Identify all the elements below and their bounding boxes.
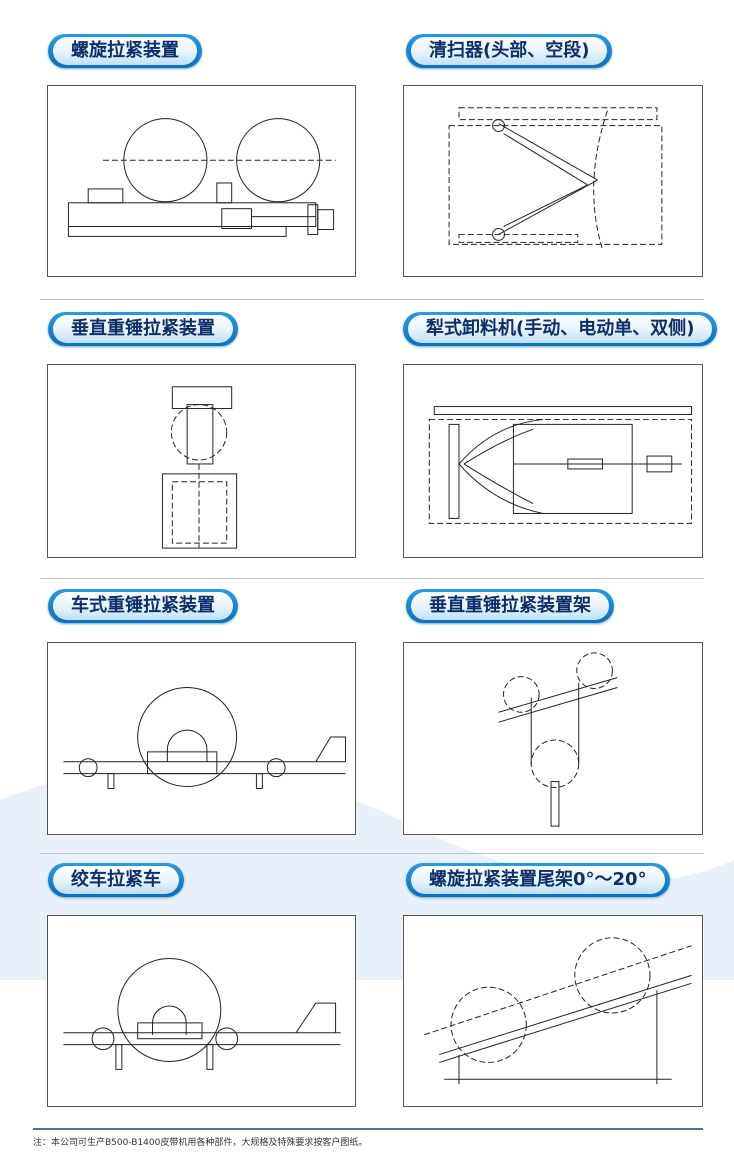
section-title-vertical-takeup: 垂直重锤拉紧装置 <box>48 312 238 346</box>
footer-divider <box>33 1128 703 1130</box>
section-title-winch-takeup: 绞车拉紧车 <box>48 863 184 897</box>
drawing-screw-tail-frame <box>403 915 703 1107</box>
section-title-cleaner: 清扫器(头部、空段) <box>406 34 613 68</box>
divider <box>40 578 704 579</box>
drawing-vertical-takeup-frame <box>403 642 703 835</box>
drawing-car-takeup <box>47 642 356 835</box>
drawing-screw-takeup <box>47 85 356 277</box>
divider <box>40 299 704 300</box>
drawing-winch-takeup <box>47 915 356 1107</box>
drawing-cleaner <box>403 85 703 277</box>
section-title-vertical-takeup-frame: 垂直重锤拉紧装置架 <box>406 589 614 623</box>
section-title-car-takeup: 车式重锤拉紧装置 <box>48 589 238 623</box>
divider <box>40 853 704 854</box>
drawing-plough-unloader <box>403 364 703 558</box>
drawing-vertical-takeup <box>47 364 356 558</box>
section-title-screw-takeup: 螺旋拉紧装置 <box>48 34 202 68</box>
section-title-screw-tail-frame: 螺旋拉紧装置尾架0°～20° <box>406 863 670 897</box>
footnote: 注：本公司可生产B500-B1400皮带机用各种部件，大规格及特殊要求按客户图纸… <box>33 1138 368 1148</box>
section-title-plough-unloader: 犁式卸料机(手动、电动单、双侧) <box>403 312 718 346</box>
